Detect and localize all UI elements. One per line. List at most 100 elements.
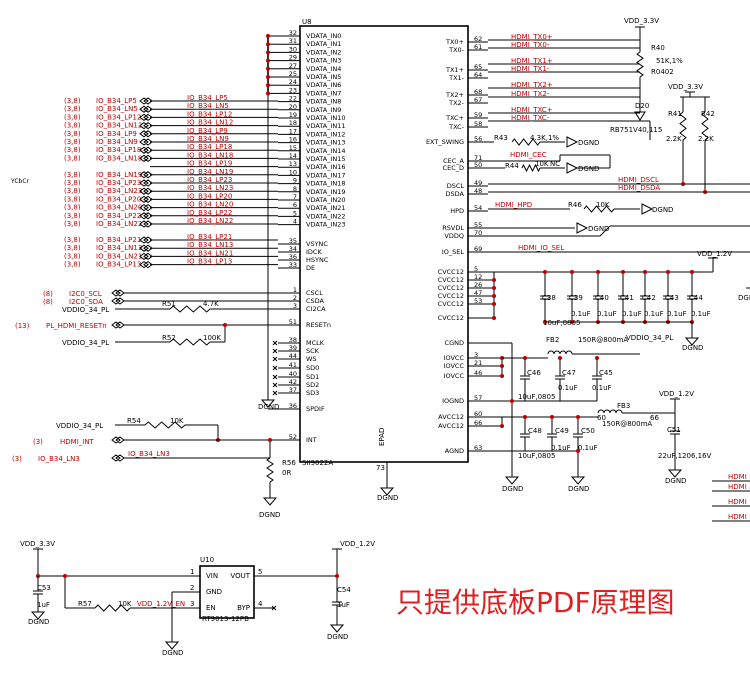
u8-left-pin-name: IDCK	[306, 248, 322, 256]
u8-right-pin-num: 63	[474, 444, 482, 452]
tmds-net-label: HDMI_TX2+	[511, 81, 553, 89]
u8-left-pin-name: VDATA_IN8	[306, 98, 341, 106]
c39-ref: C39	[569, 294, 583, 302]
reset-ref: (13)	[15, 322, 30, 330]
watermark-title: 只提供底板PDF原理图	[396, 586, 675, 619]
u8-left-pin-num: 44	[289, 352, 297, 360]
r41-ref: R41	[668, 110, 682, 118]
data-net-label-mid: IO_B34_LN12	[187, 119, 233, 127]
u8-right-pin-name: HPD	[450, 207, 464, 215]
data-sheet-ref: (3,8)	[64, 122, 81, 130]
dgnd-hpd-arrow	[641, 203, 654, 215]
sync-net-label-left: IO_B34_LP13	[96, 261, 141, 269]
i2c-scl-label: I2C0_SCL	[69, 290, 102, 298]
c51-dgnd-label: DGND	[665, 477, 686, 485]
u8-left-pin-name: VDATA_IN20	[306, 196, 346, 204]
data-net-label-mid: IO_B34_LP5	[187, 94, 228, 102]
cec-dgnd-label: DGND	[578, 165, 599, 173]
r42-value: 2.2K	[698, 135, 714, 143]
u8-right-pin-num: 55	[474, 221, 482, 229]
u8-right-pin-name: AVCC12	[438, 413, 464, 421]
r52-resistor	[169, 338, 211, 346]
data-net-label-mid: IO_B34_LP22	[187, 209, 232, 217]
r56-ground-symbol	[262, 497, 278, 506]
u8-left-pin-name: HSYNC	[306, 256, 329, 264]
u8-left-pin-name: MCLK	[306, 339, 325, 347]
data-sheet-ref: (3,8)	[64, 146, 81, 154]
nc-mark	[272, 382, 278, 388]
u8-right-pin-name: TXC+	[445, 114, 464, 122]
u8-right-pin-name: CEC_D	[443, 164, 464, 172]
data-net-label-mid: IO_B34_LP18	[187, 143, 232, 151]
u8-right-pin-num: 62	[474, 35, 482, 43]
offpage-port	[111, 454, 125, 462]
data-sheet-ref: (3,8)	[64, 204, 81, 212]
u8-right-pin-num: 53	[474, 297, 482, 305]
u8-left-pin-name: SCK	[306, 347, 320, 355]
u8-right-pin-num: 65	[474, 63, 482, 71]
c42-value: 0.1uF	[644, 310, 664, 318]
r44-ref: R44	[505, 162, 519, 170]
io-ln3-label-mid: IO_B34_LN3	[128, 450, 170, 458]
c42-ref: C42	[642, 294, 656, 302]
hpd-label: HDMI_HPD	[495, 201, 532, 209]
junction-dot	[492, 316, 496, 320]
c54-dgnd-label: DGND	[327, 633, 348, 641]
c53-ground-symbol	[30, 611, 46, 620]
u8-left-pin-num: 31	[289, 37, 297, 45]
c51-ref: C51	[667, 426, 681, 434]
junction-dot	[63, 574, 67, 578]
ycbcr-note: YCbCr	[10, 178, 30, 185]
r42-resistor	[701, 111, 709, 141]
vddq-wire	[599, 225, 611, 237]
data-net-label-left: IO_B34_LP23	[96, 179, 141, 187]
u8-left-pin-num: 19	[289, 111, 297, 119]
reset-pullup-vddio: VDDIO_34_PL	[62, 339, 109, 347]
c49-value: 0.1uF	[551, 444, 571, 452]
u8-left-pin-name: VDATA_IN18	[306, 180, 346, 188]
junction-dot	[266, 75, 270, 79]
sync-net-label-mid: IO_B34_LN21	[187, 249, 233, 257]
u8-left-pin-num: 39	[289, 344, 297, 352]
junction-dot	[500, 374, 504, 378]
data-net-label-mid: IO_B34_LN19	[187, 168, 233, 176]
u8-left-pin-name: DE	[306, 264, 315, 272]
data-net-label-mid: IO_B34_LP12	[187, 110, 232, 118]
junction-dot	[550, 415, 554, 419]
r54-ref: R54	[127, 417, 141, 425]
u8-right-pin-num: 67	[474, 96, 482, 104]
u8-left-pin-num: 23	[289, 86, 297, 94]
junction-dot	[543, 270, 547, 274]
u8-left-pin-num: 33	[289, 261, 297, 269]
u8-left-pin-num: 34	[289, 245, 297, 253]
u8-right-pin-num: 70	[474, 229, 482, 237]
int-pullup-vddio: VDDIO_34_PL	[56, 422, 103, 430]
u8-left-pin-name: VDATA_IN9	[306, 106, 341, 114]
ln3-ref: (3)	[12, 455, 22, 463]
r42-ref: R42	[701, 110, 715, 118]
u8-left-pin-name: VDATA_IN15	[306, 155, 346, 163]
data-sheet-ref: (3,8)	[64, 154, 81, 162]
dgnd-bus-label: DGND	[502, 485, 523, 493]
data-net-label-left: IO_B34_LP22	[96, 212, 141, 220]
data-net-label-left: IO_B34_LP5	[96, 97, 137, 105]
junction-dot	[621, 270, 625, 274]
sync-net-label-left: IO_B34_LP21	[96, 236, 141, 244]
data-net-label-left: IO_B34_LN19	[96, 171, 142, 179]
c50-value: 0.1uF	[578, 444, 598, 452]
junction-dot	[690, 270, 694, 274]
u8-right-pin-name: IOVCC	[444, 354, 465, 362]
r41-resistor	[679, 111, 687, 141]
u8-left-pin-num: 20	[289, 103, 297, 111]
junction-dot	[500, 364, 504, 368]
c39-value: 0.1uF	[571, 310, 591, 318]
offpage-port	[111, 297, 125, 305]
u10-num-1: 1	[190, 568, 194, 576]
cvcc-dgnd-label: DGND	[682, 344, 703, 352]
u8-left-pin-name: VDATA_IN23	[306, 221, 346, 229]
u8-left-pin-name: VDATA_IN21	[306, 204, 346, 212]
sync-sheet-ref: (3,8)	[64, 261, 81, 269]
u8-left-pin-num: 15	[289, 144, 297, 152]
data-sheet-ref: (3,8)	[64, 179, 81, 187]
tmds-net-label: HDMI_TX1+	[511, 57, 553, 65]
